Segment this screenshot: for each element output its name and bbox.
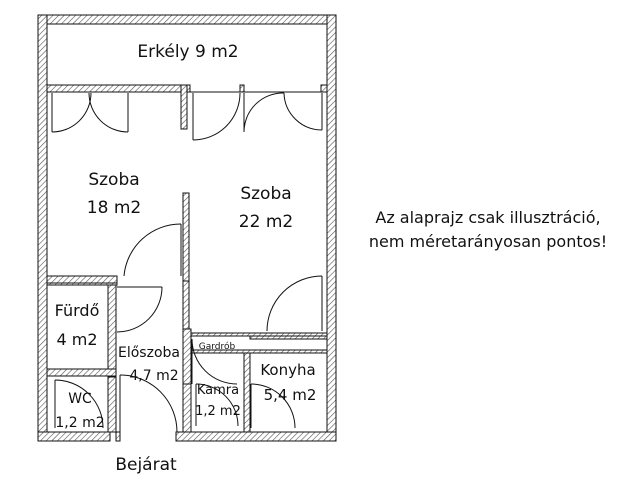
kitchen-area: 5,4 m2 <box>264 386 317 404</box>
door-swings <box>51 92 323 433</box>
wc-area: 1,2 m2 <box>55 415 104 431</box>
room2-name: Szoba <box>240 184 291 204</box>
hallway-area: 4,7 m2 <box>129 368 178 384</box>
wc-name: WC <box>68 391 92 407</box>
disclaimer-line-2: nem méretarányosan pontos! <box>368 232 608 251</box>
entrance-label: Bejárat <box>115 455 177 475</box>
room1-area: 18 m2 <box>87 198 141 218</box>
disclaimer-note: Az alaprajz csak illusztráció, nem méret… <box>348 206 628 254</box>
pantry-name: Kamra <box>197 383 239 398</box>
bathroom-area: 4 m2 <box>56 330 97 349</box>
disclaimer-line-1: Az alaprajz csak illusztráció, <box>375 208 601 227</box>
room2-area: 22 m2 <box>239 212 293 232</box>
balcony-label: Erkély 9 m2 <box>137 42 238 62</box>
room1-name: Szoba <box>88 170 139 190</box>
bathroom-name: Fürdő <box>55 301 100 320</box>
walls <box>37 14 337 442</box>
wardrobe-name: Gardrób <box>199 341 236 352</box>
pantry-area: 1,2 m2 <box>195 404 241 419</box>
kitchen-name: Konyha <box>260 361 315 379</box>
hallway-name: Előszoba <box>118 345 180 361</box>
